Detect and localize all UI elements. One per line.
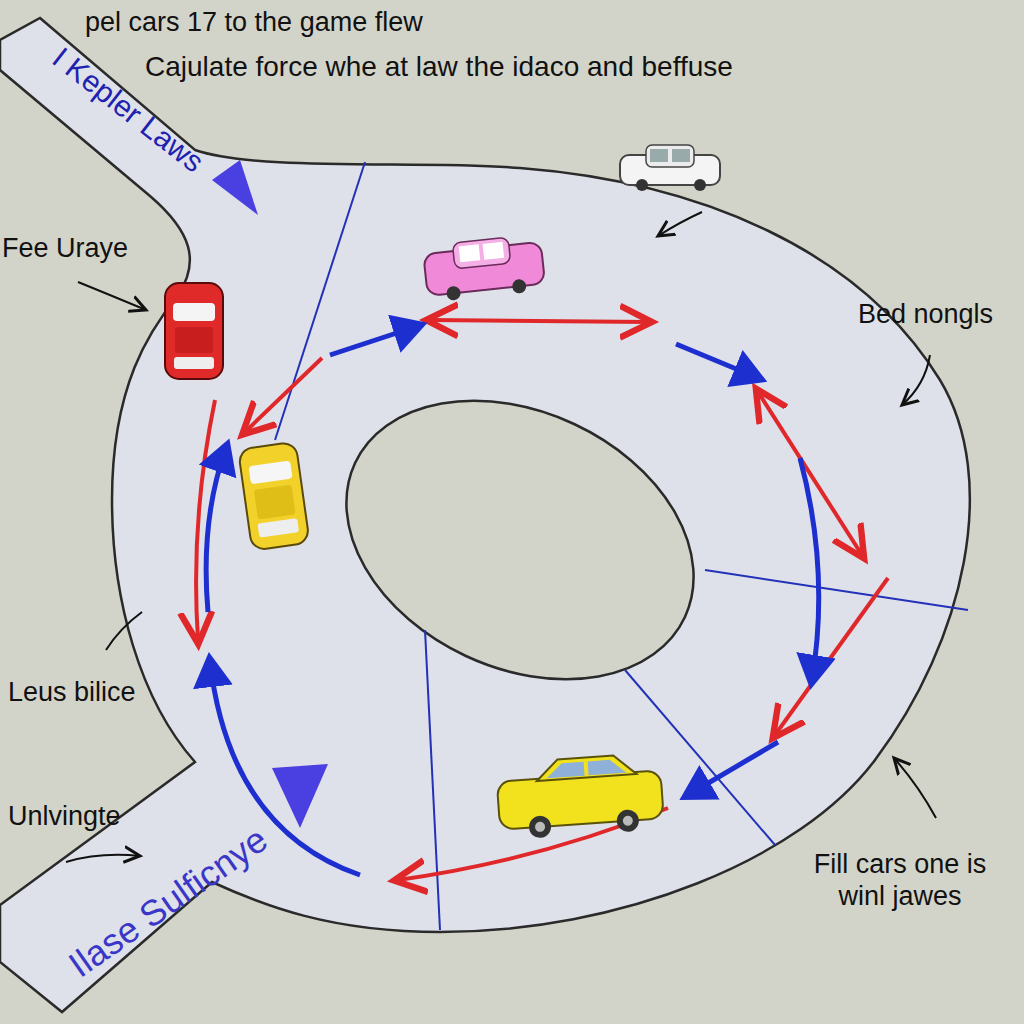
title: pel cars 17 to the game flew (85, 6, 423, 38)
yellow-car (496, 752, 665, 840)
red-arrows (196, 320, 888, 880)
center-island (301, 347, 739, 733)
direction-triangle (212, 160, 258, 215)
callout-label: Fill cars one is winl jawes (790, 848, 1010, 913)
lane-lines (275, 162, 968, 930)
blue-arrows (206, 326, 819, 875)
callout-label: Leus bilice (8, 676, 136, 708)
callout-label: Bed nongls (858, 298, 993, 330)
subtitle: Cajulate force whe at law the idaco and … (145, 50, 733, 84)
callout-label: Unlvingte (8, 800, 121, 832)
white-car (620, 145, 720, 191)
direction-triangle (272, 764, 328, 828)
red-car (165, 283, 223, 379)
callout-label: Fee Uraye (2, 232, 128, 264)
yellow-car (238, 442, 310, 551)
pink-car (422, 234, 545, 303)
leader-lines (66, 212, 936, 862)
